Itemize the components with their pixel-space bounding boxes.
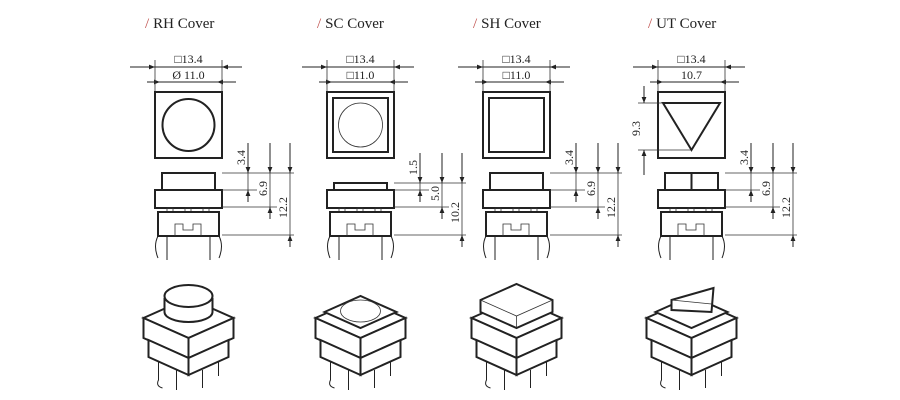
housing-side	[657, 189, 726, 209]
cap-body	[479, 282, 554, 330]
base-right	[515, 338, 558, 377]
title-text: RH Cover	[153, 16, 214, 32]
base-notch	[677, 223, 705, 236]
leg-icon	[329, 362, 391, 390]
inner-dimension-label: □11.0	[503, 68, 531, 82]
lens-icon	[340, 299, 381, 323]
cap-edge	[671, 299, 712, 305]
base-side	[485, 211, 548, 237]
title-text: UT Cover	[656, 16, 716, 32]
leg-icon	[157, 362, 219, 390]
panel-ut-cover: /UT Cover □13.4 10.7 9.3 3.4 6.9 12.2	[629, 16, 797, 390]
lens-icon	[338, 102, 383, 148]
inner-dimension-label: 10.7	[681, 68, 702, 82]
base-side	[660, 211, 723, 237]
panel-sh-cover: /SH Cover □13.4 □11.0 3.4 6.9 12.2	[458, 16, 622, 390]
panel-rh-cover: /RH Cover □13.4 Ø 11.0 3.4 6.9 12.2	[130, 16, 294, 390]
base-notch	[502, 223, 530, 236]
inner-dimension-label: □11.0	[347, 68, 375, 82]
title-slash: /	[473, 16, 478, 32]
leg-icon	[483, 235, 550, 260]
height-dimension-label: 5.0	[428, 186, 442, 201]
inner-dimension-label: Ø 11.0	[172, 68, 204, 82]
title-slash: /	[317, 16, 322, 32]
height-dimension-label: 3.4	[234, 150, 248, 165]
isometric-view	[469, 282, 564, 390]
housing-side	[482, 189, 551, 209]
cap-side	[161, 172, 216, 191]
height-dimension-label: 3.4	[737, 150, 751, 165]
square-cap-icon	[332, 97, 389, 153]
height-dimension-label: 6.9	[584, 181, 598, 196]
base-right	[187, 338, 230, 377]
cap-side	[690, 172, 719, 191]
base-side	[157, 211, 220, 237]
height-dimension-label: 6.9	[256, 181, 270, 196]
cap-side	[489, 172, 544, 191]
height-dimension-label: 3.4	[562, 150, 576, 165]
housing-side	[154, 189, 223, 209]
triangle-height-label: 9.3	[629, 121, 643, 136]
base-notch	[346, 223, 374, 236]
panel-title: /SH Cover	[473, 16, 541, 32]
title-text: SC Cover	[325, 16, 384, 32]
dome-top	[163, 284, 214, 308]
isometric-view	[141, 284, 236, 390]
isometric-view	[644, 286, 739, 390]
triangle-cap-icon	[661, 102, 722, 152]
height-dimension-label: 1.5	[406, 160, 420, 175]
housing-side	[326, 189, 395, 209]
cap-side	[333, 182, 388, 191]
height-dimension-label: 12.2	[276, 197, 290, 218]
base-right	[690, 338, 733, 377]
leg-icon	[658, 235, 725, 260]
height-dimension-label: 12.2	[604, 197, 618, 218]
outer-dimension-label: □13.4	[502, 52, 530, 66]
base-side	[329, 211, 392, 237]
leg-icon	[660, 362, 722, 390]
panel-title: /UT Cover	[648, 16, 716, 32]
base-notch	[174, 223, 202, 236]
panel-title: /RH Cover	[145, 16, 214, 32]
square-cap-icon	[488, 97, 545, 153]
outer-dimension-label: □13.4	[677, 52, 705, 66]
panel-sc-cover: /SC Cover □13.4 □11.0 1.5 5.0 10.2	[302, 16, 466, 390]
height-dimension-label: 10.2	[448, 202, 462, 223]
outer-dimension-label: □13.4	[346, 52, 374, 66]
cap-side	[664, 172, 693, 191]
isometric-view	[313, 294, 408, 390]
leg-icon	[155, 235, 222, 260]
title-slash: /	[648, 16, 653, 32]
outer-dimension-label: □13.4	[174, 52, 202, 66]
title-slash: /	[145, 16, 150, 32]
cap-top	[322, 294, 399, 330]
height-dimension-label: 6.9	[759, 181, 773, 196]
triangle-cap-icon	[670, 286, 715, 314]
height-dimension-label: 12.2	[779, 197, 793, 218]
title-text: SH Cover	[481, 16, 541, 32]
panel-title: /SC Cover	[317, 16, 384, 32]
base-right	[359, 338, 402, 377]
round-cap-icon	[161, 98, 216, 152]
leg-icon	[485, 362, 547, 390]
leg-icon	[327, 235, 394, 260]
